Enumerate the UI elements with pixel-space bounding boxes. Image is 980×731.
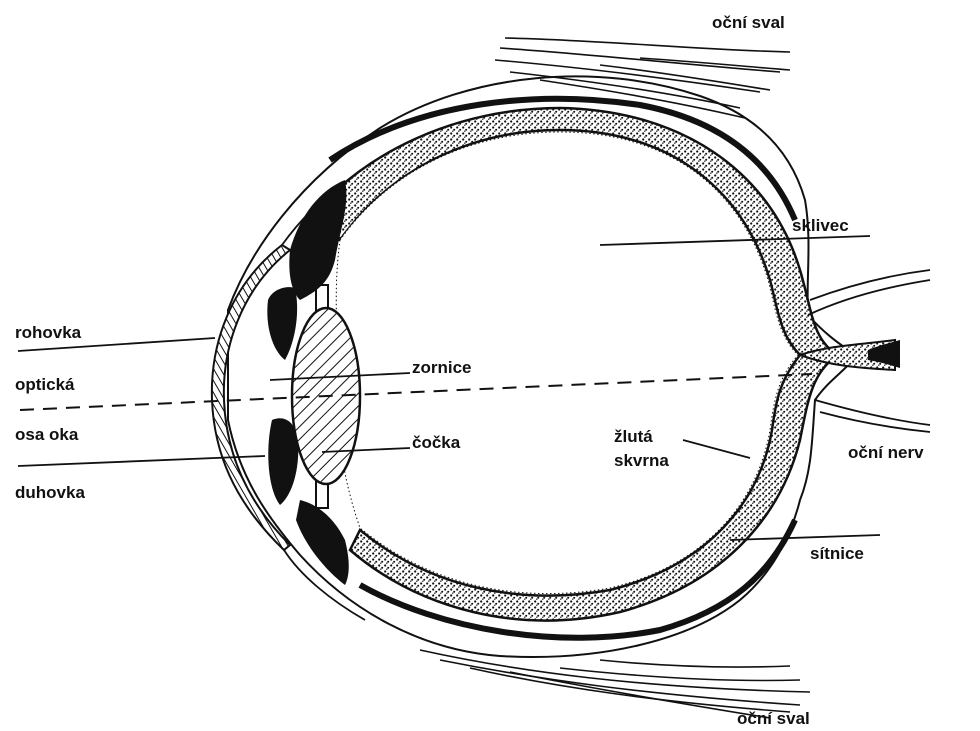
label-zluta: žlutá: [614, 427, 653, 446]
ciliary-bottom: [296, 500, 349, 585]
muscle-bottom: [420, 650, 810, 718]
label-sklivec: sklivec: [792, 216, 849, 235]
label-rohovka: rohovka: [15, 323, 82, 342]
label-cocka: čočka: [412, 433, 461, 452]
label-ocni-sval-bottom: oční sval: [737, 709, 810, 728]
label-ocni-sval-top: oční sval: [712, 13, 785, 32]
label-osa-oka: osa oka: [15, 425, 79, 444]
label-duhovka: duhovka: [15, 483, 85, 502]
label-skvrna: skvrna: [614, 451, 669, 470]
iris-top: [267, 287, 297, 360]
label-ocni-nerv: oční nerv: [848, 443, 924, 462]
label-sitnice: sítnice: [810, 544, 864, 563]
optic-nerve: [800, 270, 930, 432]
label-zornice: zornice: [412, 358, 472, 377]
label-opticka: optická: [15, 375, 75, 394]
